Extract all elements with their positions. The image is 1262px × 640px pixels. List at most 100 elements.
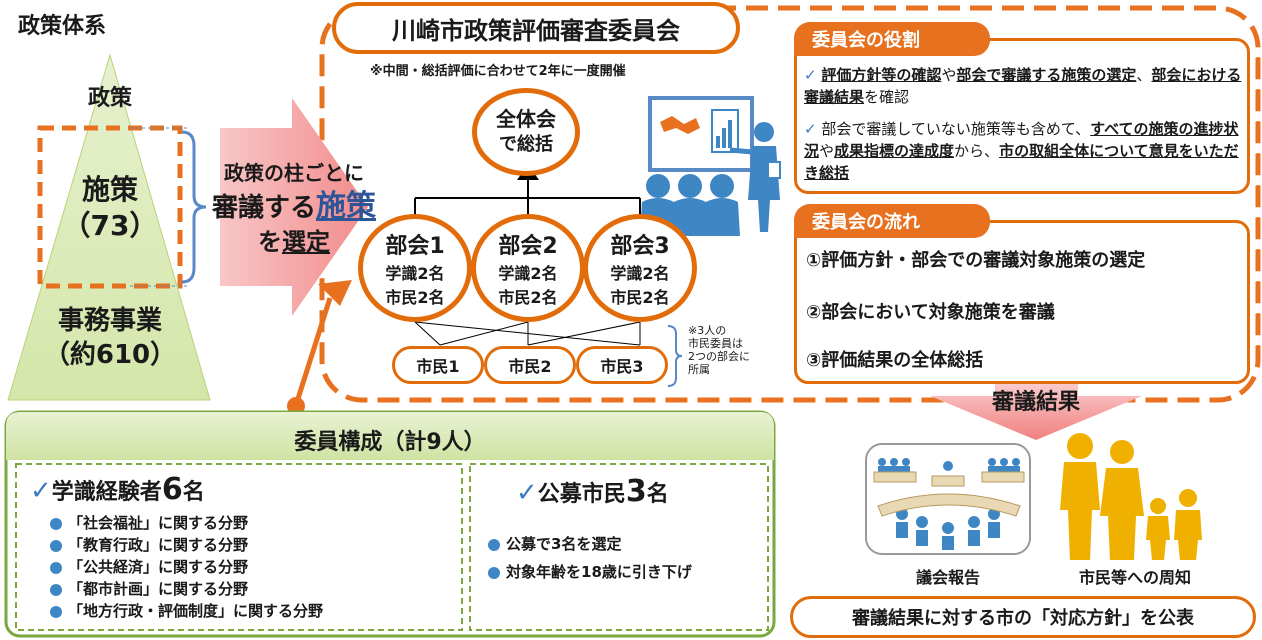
policy-system-heading: 政策体系 xyxy=(18,14,107,39)
committee-note: ※中間・総括評価に合わせて2年に一度開催 xyxy=(370,64,626,79)
plenary-line2: で総括 xyxy=(499,134,553,155)
list-item: 対象年齢を18歳に引き下げ xyxy=(488,558,692,586)
check-icon: ✓ xyxy=(516,478,538,508)
role-text: 部会における審議結果 xyxy=(804,66,1242,106)
list-item: 「教育行政」に関する分野 xyxy=(50,534,323,556)
subcommittee-citizens: 市民2名 xyxy=(610,288,670,307)
role-text: 評価方針等の確認 xyxy=(821,66,942,84)
role-text: 、 xyxy=(1136,66,1152,84)
list-item-text: 「公共経済」に関する分野 xyxy=(68,558,249,576)
committee-title: 川崎市政策評価審査委員会 xyxy=(332,2,740,54)
role-text: 部会で審議する施策の選定 xyxy=(956,66,1137,84)
council-report-label: 議会報告 xyxy=(915,568,980,587)
measures-highlight xyxy=(37,125,183,289)
list-item: 公募で3名を選定 xyxy=(488,530,692,558)
citizen-1: 市民1 xyxy=(392,346,484,384)
council-illustration xyxy=(865,443,1031,555)
role-text: すべての施策の進捗状況 xyxy=(804,120,1239,160)
bullet-icon xyxy=(488,538,500,551)
public-unit: 名 xyxy=(646,482,669,507)
arrow-line2: 審議する施策 xyxy=(206,190,382,225)
subcommittee-name: 部会3 xyxy=(610,234,670,259)
flow-step-3: ③評価結果の全体総括 xyxy=(806,350,984,371)
arrow-line2a: 審議する xyxy=(211,193,316,223)
arrow-line1: 政策の柱ごとに xyxy=(224,161,364,185)
role-text: 部会で審議していない施策等も含めて、 xyxy=(821,120,1091,138)
pyramid-policy-label: 政策 xyxy=(87,86,132,111)
measures-count: （73） xyxy=(62,209,158,242)
subcommittee-3: 部会3 学識2名 市民2名 xyxy=(583,214,697,322)
citizen-note-line: 市民委員は xyxy=(688,337,743,350)
experts-count: 6 xyxy=(161,472,183,507)
role-item-2: ✓ 部会で審議していない施策等も含めて、すべての施策の進捗状況や成果指標の達成度… xyxy=(804,118,1244,184)
arrow-line3: を選定 xyxy=(206,225,382,259)
bullet-icon xyxy=(50,561,62,574)
subcommittee-experts: 学識2名 xyxy=(385,264,445,283)
citizen-note: ※3人の 市民委員は 2つの部会に 所属 xyxy=(688,324,750,376)
check-icon: ✓ xyxy=(30,476,52,506)
measures-text: 施策 xyxy=(81,173,138,206)
list-item-text: 「地方行政・評価制度」に関する分野 xyxy=(68,602,324,620)
result-label: 審議結果 xyxy=(991,390,1080,415)
subcommittee-experts: 学識2名 xyxy=(610,264,670,283)
citizen-note-line: 所属 xyxy=(688,363,710,376)
list-item: 「地方行政・評価制度」に関する分野 xyxy=(50,600,323,622)
publish-policy: 審議結果に対する市の「対応方針」を公表 xyxy=(790,596,1256,638)
public-title-text: 公募市民 xyxy=(537,482,626,507)
experts-title: ✓学識経験者6名 xyxy=(30,472,205,507)
list-item-text: 「教育行政」に関する分野 xyxy=(68,536,249,554)
citizen-note-line: ※3人の xyxy=(688,324,727,337)
list-item-text: 「社会福祉」に関する分野 xyxy=(68,514,249,532)
experts-unit: 名 xyxy=(182,480,205,505)
plenary-line1: 全体会 xyxy=(496,107,556,131)
list-item: 「公共経済」に関する分野 xyxy=(50,556,323,578)
arrow-line3a: を xyxy=(258,228,282,256)
citizen-3: 市民3 xyxy=(576,346,668,384)
experts-title-text: 学識経験者 xyxy=(51,480,162,505)
subcommittee-2: 部会2 学識2名 市民2名 xyxy=(471,214,585,322)
role-text: 市の取組全体について意見をいただき総括 xyxy=(804,142,1239,182)
bullet-icon xyxy=(50,517,62,530)
policy-pyramid xyxy=(7,53,211,401)
subcommittee-name: 部会1 xyxy=(385,234,445,259)
pyramid-projects-label: 事務事業 （約610） xyxy=(12,304,208,372)
bullet-icon xyxy=(50,605,62,618)
bullet-icon xyxy=(488,566,500,579)
public-count: 3 xyxy=(625,474,647,509)
bullet-icon xyxy=(50,539,62,552)
projects-text: 事務事業 xyxy=(57,306,162,336)
citizen-notice-label: 市民等への周知 xyxy=(1078,568,1191,587)
role-box xyxy=(794,38,1250,194)
result-arrow xyxy=(930,378,1142,440)
role-item-1: ✓ 評価方針等の確認や部会で審議する施策の選定、部会における審議結果を確認 xyxy=(804,64,1244,108)
subcommittee-citizens: 市民2名 xyxy=(498,288,558,307)
role-text: を確認 xyxy=(864,88,910,106)
members-title: 委員構成（計9人） xyxy=(294,430,486,455)
subcommittee-experts: 学識2名 xyxy=(498,264,558,283)
pyramid-measures-label: 施策 （73） xyxy=(40,172,180,244)
brace xyxy=(181,130,207,284)
role-text: や xyxy=(941,66,957,84)
subcommittee-citizens: 市民2名 xyxy=(385,288,445,307)
arrow-line2b: 施策 xyxy=(316,189,376,224)
flow-box xyxy=(794,220,1250,384)
flow-step-1: ①評価方針・部会での審議対象施策の選定 xyxy=(806,250,1146,271)
role-text: から、 xyxy=(954,142,1000,160)
role-text: 成果指標の達成度 xyxy=(834,142,955,160)
presenter-illustration xyxy=(640,96,781,236)
subcommittee-name: 部会2 xyxy=(498,234,558,259)
arrow-line3b: 選定 xyxy=(282,228,330,256)
citizen-2: 市民2 xyxy=(484,346,576,384)
plenary-circle: 全体会 で総括 xyxy=(472,88,580,176)
selection-arrow xyxy=(220,98,368,316)
bullet-icon xyxy=(50,583,62,596)
role-header: 委員会の役割 xyxy=(794,22,990,56)
projects-count: （約610） xyxy=(43,340,177,370)
citizen-note-line: 2つの部会に xyxy=(688,350,750,363)
citizens-illustration xyxy=(1060,433,1202,560)
list-item-text: 公募で3名を選定 xyxy=(506,535,622,553)
public-title: ✓公募市民3名 xyxy=(516,474,669,509)
experts-list: 「社会福祉」に関する分野 「教育行政」に関する分野 「公共経済」に関する分野 「… xyxy=(50,512,323,622)
check-icon: ✓ xyxy=(804,66,817,84)
